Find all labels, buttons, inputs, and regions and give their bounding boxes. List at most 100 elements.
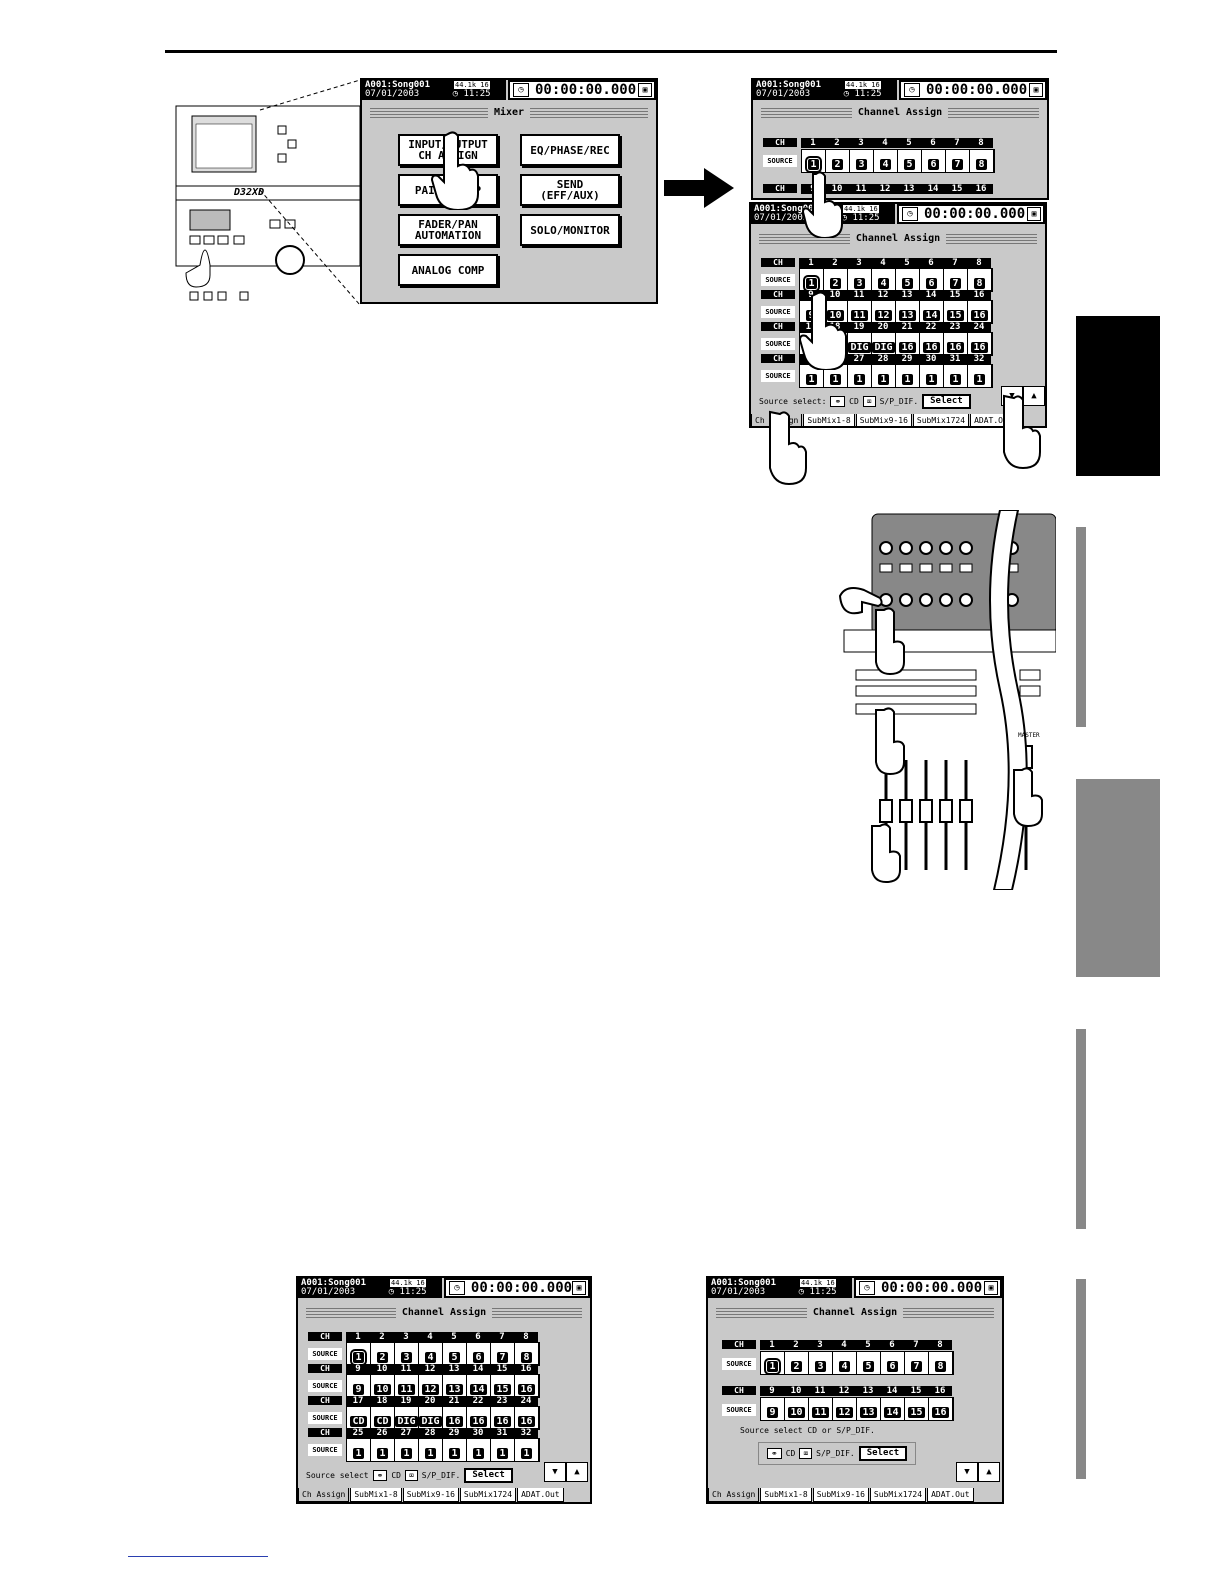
tab-adat-out[interactable]: ADAT.Out: [927, 1488, 974, 1502]
spdif-icon[interactable]: ⌧: [404, 1470, 418, 1481]
tab-submix1-8[interactable]: SubMix1-8: [803, 414, 855, 426]
source-cell[interactable]: 6: [467, 1343, 491, 1365]
source-cell[interactable]: 15: [905, 1398, 929, 1420]
source-cell[interactable]: 3: [850, 150, 874, 172]
source-cell[interactable]: 1: [872, 365, 896, 387]
source-cell[interactable]: 4: [833, 1352, 857, 1374]
source-cell[interactable]: 1: [419, 1439, 443, 1461]
source-cell[interactable]: 15: [944, 301, 968, 323]
send-eff-aux-button[interactable]: SEND (EFF/AUX): [520, 174, 620, 206]
source-cell[interactable]: 8: [929, 1352, 953, 1374]
source-cell[interactable]: 1: [371, 1439, 395, 1461]
source-cell[interactable]: 16: [467, 1407, 491, 1429]
tab-submix9-16[interactable]: SubMix9-16: [812, 1488, 869, 1502]
source-cell[interactable]: 1: [824, 365, 848, 387]
source-cell[interactable]: 7: [491, 1343, 515, 1365]
source-cell[interactable]: 14: [881, 1398, 905, 1420]
source-cell[interactable]: 6: [922, 150, 946, 172]
source-cell[interactable]: 8: [970, 150, 994, 172]
solo-monitor-button[interactable]: SOLO/MONITOR: [520, 214, 620, 246]
source-cell[interactable]: 5: [896, 269, 920, 291]
source-cell[interactable]: 8: [515, 1343, 539, 1365]
tab-submix9-16[interactable]: SubMix9-16: [402, 1488, 459, 1502]
source-cell[interactable]: 1: [491, 1439, 515, 1461]
source-cell[interactable]: 9: [347, 1375, 371, 1397]
cd-icon[interactable]: ⚭: [372, 1470, 388, 1481]
source-cell[interactable]: 1: [800, 365, 824, 387]
source-cell[interactable]: 9: [761, 1398, 785, 1420]
source-cell[interactable]: 7: [944, 269, 968, 291]
locate-icon[interactable]: ▣: [984, 1281, 998, 1295]
source-cell[interactable]: 16: [968, 301, 992, 323]
tab-submix9-16[interactable]: SubMix9-16: [855, 414, 912, 426]
time-display[interactable]: ◷ 00:00:00.000 ▣: [508, 80, 656, 100]
locate-icon[interactable]: ▣: [572, 1281, 586, 1295]
scroll-up-button[interactable]: ▲: [978, 1462, 1000, 1482]
source-cell[interactable]: 13: [857, 1398, 881, 1420]
source-cell[interactable]: 5: [898, 150, 922, 172]
source-cell[interactable]: 10: [785, 1398, 809, 1420]
source-cell[interactable]: 1: [467, 1439, 491, 1461]
source-cell[interactable]: DIG: [419, 1407, 443, 1429]
analog-comp-button[interactable]: ANALOG COMP: [398, 254, 498, 286]
source-cell[interactable]: 14: [920, 301, 944, 323]
source-cell[interactable]: 12: [419, 1375, 443, 1397]
source-cell[interactable]: 2: [826, 150, 850, 172]
tab-ch-assign[interactable]: Ch Assign: [708, 1488, 760, 1502]
source-cell[interactable]: 1: [761, 1352, 785, 1375]
source-cell[interactable]: 13: [443, 1375, 467, 1397]
time-display[interactable]: ◷ 00:00:00.000 ▣: [854, 1278, 1002, 1298]
source-cell[interactable]: 1: [443, 1439, 467, 1461]
source-cell[interactable]: 10: [824, 301, 848, 323]
locate-icon[interactable]: ▣: [1029, 83, 1043, 97]
source-cell[interactable]: 16: [491, 1407, 515, 1429]
time-display[interactable]: ◷ 00:00:00.000 ▣: [897, 204, 1045, 224]
source-cell[interactable]: 10: [371, 1375, 395, 1397]
source-cell[interactable]: 16: [920, 333, 944, 355]
source-cell[interactable]: 7: [946, 150, 970, 172]
source-cell[interactable]: 16: [968, 333, 992, 355]
source-cell[interactable]: 1: [347, 1439, 371, 1461]
source-cell[interactable]: 16: [443, 1407, 467, 1429]
source-cell[interactable]: 12: [872, 301, 896, 323]
source-cell[interactable]: 3: [848, 269, 872, 291]
spdif-icon[interactable]: ⌧: [862, 396, 876, 407]
source-cell[interactable]: CD: [371, 1407, 395, 1429]
fader-pan-automation-button[interactable]: FADER/PAN AUTOMATION: [398, 214, 498, 246]
source-cell[interactable]: CD: [347, 1407, 371, 1429]
source-cell[interactable]: 16: [515, 1407, 539, 1429]
source-cell[interactable]: 1: [920, 365, 944, 387]
source-cell[interactable]: 16: [929, 1398, 953, 1420]
source-cell[interactable]: 3: [809, 1352, 833, 1374]
source-cell[interactable]: 16: [896, 333, 920, 355]
source-cell[interactable]: DIG: [872, 333, 896, 355]
source-cell[interactable]: 12: [833, 1398, 857, 1420]
source-cell[interactable]: 6: [920, 269, 944, 291]
source-cell[interactable]: 13: [896, 301, 920, 323]
tab-submix1724[interactable]: SubMix1724: [869, 1488, 927, 1502]
source-cell[interactable]: 16: [515, 1375, 539, 1397]
source-cell[interactable]: 14: [467, 1375, 491, 1397]
select-button[interactable]: Select: [858, 1446, 908, 1461]
source-cell[interactable]: 6: [881, 1352, 905, 1374]
cd-icon[interactable]: ⚭: [767, 1448, 782, 1459]
source-cell[interactable]: 11: [809, 1398, 833, 1420]
source-cell[interactable]: 2: [824, 269, 848, 291]
source-cell[interactable]: 11: [395, 1375, 419, 1397]
source-cell[interactable]: 2: [785, 1352, 809, 1374]
source-cell[interactable]: 1: [848, 365, 872, 387]
source-cell[interactable]: 1: [944, 365, 968, 387]
source-cell[interactable]: 4: [872, 269, 896, 291]
tab-ch-assign[interactable]: Ch Assign: [298, 1488, 350, 1502]
source-cell[interactable]: 16: [944, 333, 968, 355]
source-cell[interactable]: 4: [419, 1343, 443, 1365]
source-cell[interactable]: 1: [802, 150, 826, 173]
scroll-up-button[interactable]: ▲: [566, 1462, 588, 1482]
locate-icon[interactable]: ▣: [1027, 207, 1041, 221]
source-cell[interactable]: 4: [874, 150, 898, 172]
scroll-down-button[interactable]: ▼: [956, 1462, 978, 1482]
source-cell[interactable]: 5: [443, 1343, 467, 1365]
source-cell[interactable]: 1: [968, 365, 992, 387]
source-cell[interactable]: 3: [395, 1343, 419, 1365]
source-cell[interactable]: DIG: [848, 333, 872, 355]
